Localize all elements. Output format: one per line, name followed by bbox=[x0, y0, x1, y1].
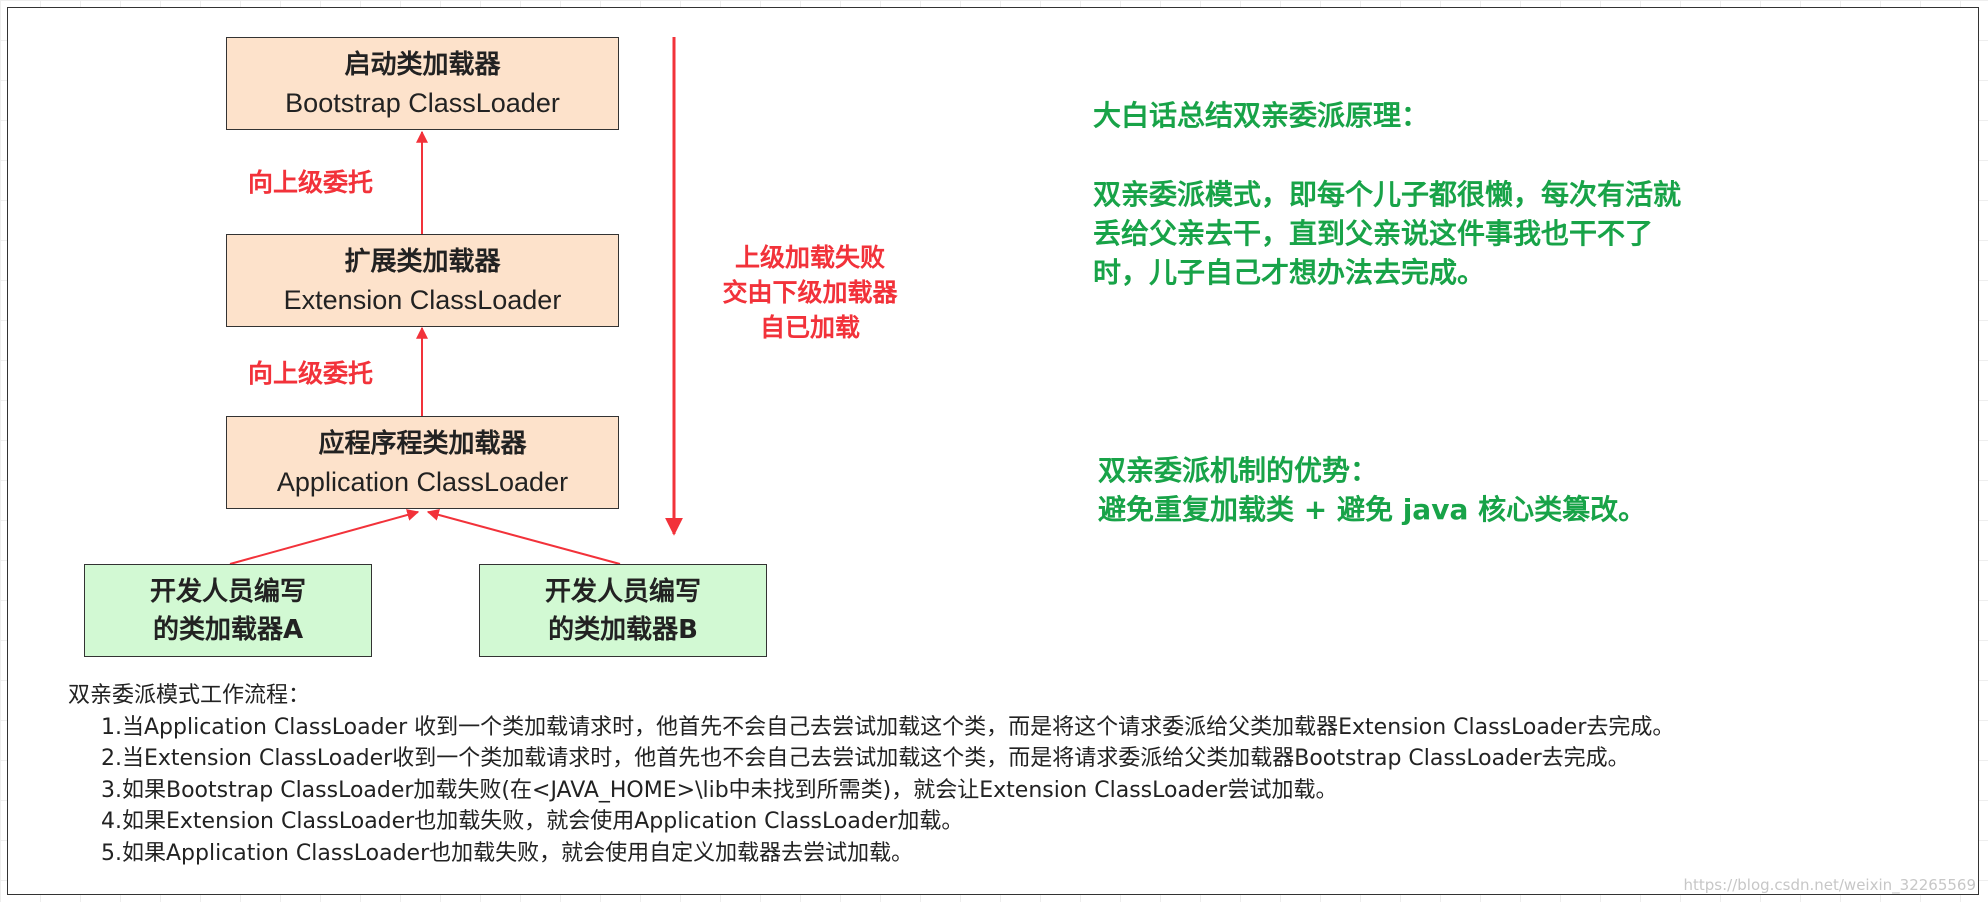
summary-title: 大白话总结双亲委派原理： bbox=[1093, 99, 1430, 132]
custom-loader-b-line-2: 的类加载器B bbox=[548, 614, 698, 645]
application-loader-cn: 应程序程类加载器 bbox=[318, 428, 527, 459]
custom-loader-a-box: 开发人员编写 的类加载器A bbox=[84, 564, 372, 657]
delegate-label-upper: 向上级委托 bbox=[248, 168, 374, 197]
arrow-custom-b-to-application bbox=[426, 509, 621, 565]
application-loader-box: 应程序程类加载器 Application ClassLoader bbox=[226, 416, 619, 509]
extension-loader-box: 扩展类加载器 Extension ClassLoader bbox=[226, 234, 619, 327]
custom-loader-a-line-2: 的类加载器A bbox=[152, 614, 304, 645]
fallback-line-2: 交由下级加载器 bbox=[722, 278, 898, 307]
workflow-steps: 双亲委派模式工作流程： 1.当Application ClassLoader 收… bbox=[68, 680, 1674, 869]
summary-line-1: 双亲委派模式，即每个儿子都很懒，每次有活就 bbox=[1093, 178, 1682, 211]
workflow-step-2: 2.当Extension ClassLoader收到一个类加载请求时，他首先也不… bbox=[101, 746, 1630, 771]
workflow-step-4: 4.如果Extension ClassLoader也加载失败，就会使用Appli… bbox=[101, 809, 964, 834]
extension-loader-cn: 扩展类加载器 bbox=[344, 246, 501, 277]
custom-loader-a-line-1: 开发人员编写 bbox=[149, 576, 306, 607]
advantage-text: 避免重复加载类 + 避免 java 核心类篡改。 bbox=[1098, 493, 1647, 526]
summary-line-2: 丢给父亲去干，直到父亲说这件事我也干不了 bbox=[1093, 217, 1654, 250]
fallback-label: 上级加载失败 交由下级加载器 自已加载 bbox=[690, 240, 930, 345]
fallback-line-3: 自已加载 bbox=[759, 313, 860, 342]
workflow-step-5: 5.如果Application ClassLoader也加载失败，就会使用自定义… bbox=[101, 840, 914, 866]
advantage-block: 双亲委派机制的优势： 避免重复加载类 + 避免 java 核心类篡改。 bbox=[1098, 451, 1646, 529]
bootstrap-loader-box: 启动类加载器 Bootstrap ClassLoader bbox=[226, 37, 619, 130]
workflow-heading: 双亲委派模式工作流程： bbox=[68, 683, 311, 708]
advantage-title: 双亲委派机制的优势： bbox=[1098, 454, 1379, 487]
fallback-line-1: 上级加载失败 bbox=[734, 243, 885, 272]
delegate-label-lower: 向上级委托 bbox=[248, 359, 374, 388]
extension-loader-en: Extension ClassLoader bbox=[283, 284, 562, 315]
bootstrap-loader-en: Bootstrap ClassLoader bbox=[285, 87, 560, 118]
application-loader-en: Application ClassLoader bbox=[276, 466, 569, 497]
watermark: https://blog.csdn.net/weixin_32265569 bbox=[1683, 876, 1976, 894]
summary-line-3: 时，儿子自己才想办法去完成。 bbox=[1093, 256, 1486, 289]
workflow-step-3: 3.如果Bootstrap ClassLoader加载失败(在<JAVA_HOM… bbox=[101, 777, 1338, 803]
summary-text: 双亲委派模式，即每个儿子都很懒，每次有活就 丢给父亲去干，直到父亲说这件事我也干… bbox=[1093, 175, 1681, 292]
arrow-custom-a-to-application bbox=[229, 509, 420, 565]
bootstrap-loader-cn: 启动类加载器 bbox=[344, 49, 501, 80]
custom-loader-b-line-1: 开发人员编写 bbox=[544, 576, 701, 607]
workflow-step-1: 1.当Application ClassLoader 收到一个类加载请求时，他首… bbox=[101, 714, 1675, 740]
custom-loader-b-box: 开发人员编写 的类加载器B bbox=[479, 564, 767, 657]
